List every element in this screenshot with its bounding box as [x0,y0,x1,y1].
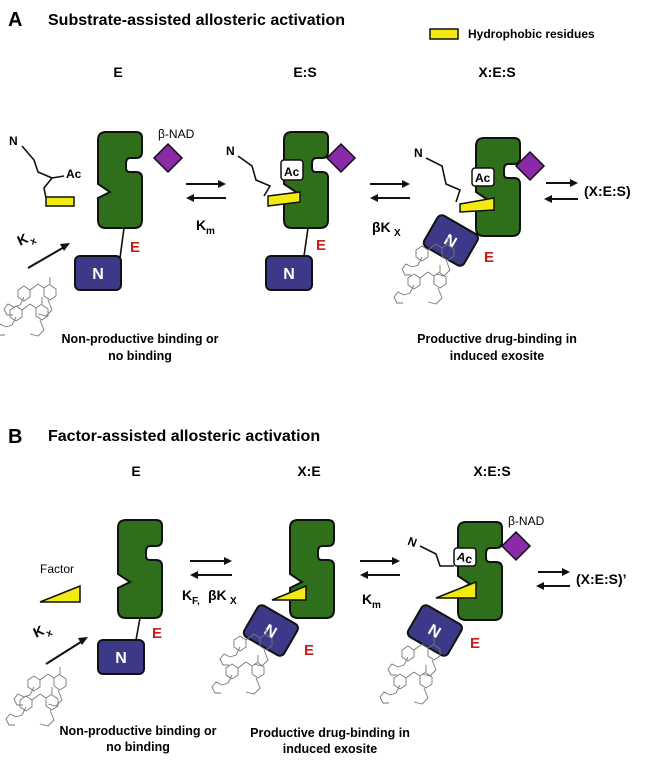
hydrophobic-residue [45,196,75,207]
panel-b-title: Factor-assisted allosteric activation [48,428,320,445]
n-domain-b [97,639,145,675]
state-label-xes: X:E:S [478,64,515,80]
n-domain-b-label: N [115,650,127,667]
km-sub: m [206,226,215,237]
km-label: K [196,217,206,233]
state-label-b-xes: X:E:S [473,463,510,479]
km-label-b: K [362,591,372,607]
caption-b-mid-1: Productive drug-binding in [250,726,410,740]
panel-b-letter: B [8,426,22,448]
acetyl-label-es: Ac [284,165,300,179]
hydrophobic-legend-swatch [429,28,459,40]
panel-a-title: Substrate-assisted allosteric activation [48,12,345,29]
n-domain [74,255,122,291]
nad-diamond-es [325,142,357,174]
e-residue-label: E [130,239,140,256]
kx-sub: x [29,235,39,248]
e-residue-es: E [316,237,326,254]
n-terminus-es: N [226,144,235,158]
n-terminus-xes: N [414,146,423,160]
hydrophobic-residue-xes [459,197,495,213]
enzyme-b-e: N E [97,519,163,675]
kx-label-b: K [31,622,47,641]
caption-a-left-2: no binding [108,349,172,363]
n-domain-es [265,255,313,291]
caption-a-right-2: induced exosite [450,349,545,363]
enzyme-e: N E N Ac [9,131,143,291]
factor-wedge [39,584,81,603]
kx-sub-b: x [45,627,55,640]
bkx-label: βK [372,219,391,235]
panel-a: A Substrate-assisted allosteric activati… [0,9,631,363]
caption-a-right-1: Productive drug-binding in [417,332,577,346]
bound-drug-molecule-2 [393,264,447,305]
panel-b: B Factor-assisted allosteric activation … [5,426,627,756]
state-label-b-xe: X:E [297,463,320,479]
enzyme-xes: Ac N E N [414,137,521,267]
caption-b-left-1: Non-productive binding or [60,724,217,738]
n-domain-b-xe [242,604,299,657]
e-residue-b-xe: E [304,642,314,659]
drug-molecule-b-2 [5,686,59,727]
caption-a-left-1: Non-productive binding or [62,332,219,346]
factor-bound-xes [435,580,477,599]
nad-diamond-xes [514,150,546,182]
kx-label: K [15,230,31,249]
caption-b-left-2: no binding [106,740,170,754]
km-sub-b: m [372,600,381,611]
product-xes: (X:E:S) [584,183,631,199]
beta-nad-label: β-NAD [158,127,195,141]
e-residue-b: E [152,625,162,642]
nad-diamond [152,142,184,174]
caption-b-mid-2: induced exosite [283,742,378,756]
state-label-es: E:S [293,64,316,80]
acetyl-label-xes: Ac [475,171,491,185]
state-label-e: E [113,64,122,80]
bkx-sub: X [394,228,401,239]
kf-label: K [182,587,192,603]
n-domain-es-label: N [283,266,295,283]
kf-sub: F, [192,596,200,607]
factor-label: Factor [40,562,74,576]
bkx-sub-b: X [230,596,237,607]
bkx-label-b: βK [208,587,227,603]
enzyme-b-xe: N E [242,519,335,659]
hydrophobic-residue-es [267,191,301,207]
bound-drug-b-xes-2 [379,664,433,705]
n-domain-label: N [92,266,104,283]
e-residue-b-xes: E [470,635,480,652]
beta-nad-label-b: β-NAD [508,514,545,528]
enzyme-b-xes: Ac N E N [406,521,503,657]
bound-drug-b-2 [211,654,265,695]
product-b: (X:E:S)’ [576,571,627,587]
n-terminus-label: N [9,134,18,148]
acetyl-label-b-xes: Ac [455,549,474,567]
nad-diamond-b [500,530,532,562]
factor-bound [271,584,307,601]
hydrophobic-legend-label: Hydrophobic residues [468,27,595,41]
n-terminus-b-xes: N [406,534,419,550]
drug-molecule-2 [0,296,49,337]
enzyme-es: Ac N E N [226,131,329,291]
e-residue-xes: E [484,249,494,266]
state-label-b-e: E [131,463,140,479]
acetyl-label: Ac [66,167,82,181]
panel-a-letter: A [8,9,22,31]
